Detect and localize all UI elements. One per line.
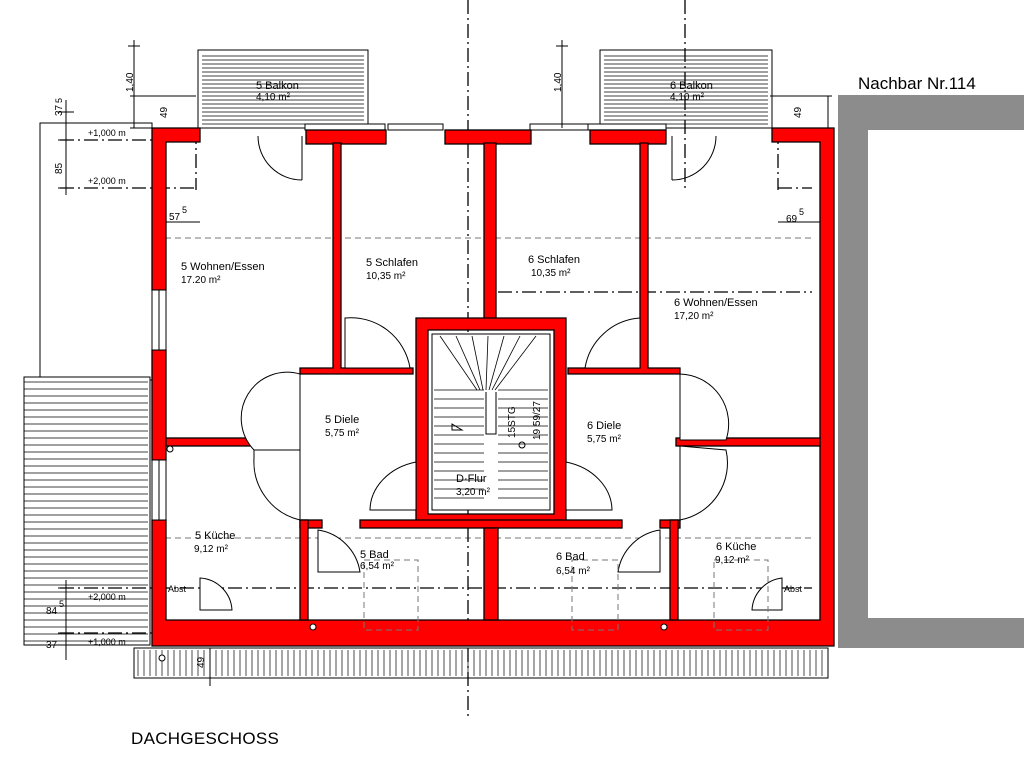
dim-49-left: 49 bbox=[159, 106, 170, 118]
dim-84: 84 bbox=[46, 606, 58, 617]
diele6-name: 6 Diele bbox=[587, 420, 621, 432]
schlafen6-area: 10,35 m² bbox=[531, 268, 571, 279]
walls bbox=[151, 127, 835, 647]
balcony-6-area: 4,10 m² bbox=[670, 92, 705, 103]
kueche5-name: 5 Küche bbox=[195, 530, 235, 542]
level-bottom-1: +1,000 m bbox=[88, 637, 126, 647]
dim-140-right: 1,40 bbox=[553, 72, 564, 92]
neighbor-label: Nachbar Nr.114 bbox=[858, 74, 976, 93]
kueche5-area: 9,12 m² bbox=[194, 544, 229, 555]
dim-69-sup: 5 bbox=[799, 207, 804, 217]
dim-57-sup: 5 bbox=[182, 205, 187, 215]
dim-49-right: 49 bbox=[793, 106, 804, 118]
staircase bbox=[431, 333, 551, 511]
schlafen5-area: 10,35 m² bbox=[366, 271, 406, 282]
dim-84-sup: 5 bbox=[59, 599, 64, 609]
abst-left-label: Abst bbox=[168, 584, 187, 594]
kueche6-area: 9,12 m² bbox=[715, 555, 750, 566]
wohnen5-name: 5 Wohnen/Essen bbox=[181, 261, 265, 273]
balcony-6 bbox=[599, 49, 773, 129]
dim-37-bottom: 37 bbox=[46, 640, 58, 651]
abst-right-label: Abst bbox=[784, 584, 803, 594]
bad5-area: 6,54 m² bbox=[360, 561, 395, 572]
dim-49-bottom: 49 bbox=[196, 656, 207, 668]
bad6-area: 6,54 m² bbox=[556, 566, 591, 577]
balcony-6-name: 6 Balkon bbox=[670, 80, 713, 92]
flur-name: D·Flur bbox=[456, 473, 487, 485]
bottom-roof-strip bbox=[133, 647, 829, 679]
kueche6-name: 6 Küche bbox=[716, 541, 756, 553]
left-terrace bbox=[23, 122, 153, 646]
dim-69: 69 bbox=[786, 214, 798, 225]
wohnen5-area: 17.20 m² bbox=[181, 275, 221, 286]
diele5-name: 5 Diele bbox=[325, 414, 359, 426]
level-top-2: +2,000 m bbox=[88, 176, 126, 186]
balcony-5-area: 4,10 m² bbox=[256, 92, 291, 103]
left-wall-windows bbox=[151, 289, 167, 521]
bad6-name: 6 Bad bbox=[556, 551, 585, 563]
dim-140-left: 1,40 bbox=[125, 72, 136, 92]
neighbor-building bbox=[838, 95, 1024, 648]
floor-title: DACHGESCHOSS bbox=[131, 729, 280, 748]
balcony-5-name: 5 Balkon bbox=[256, 80, 299, 92]
schlafen6-name: 6 Schlafen bbox=[528, 254, 580, 266]
door-swings bbox=[199, 135, 783, 611]
level-bottom-2: +2,000 m bbox=[88, 592, 126, 602]
bad5-name: 5 Bad bbox=[360, 549, 389, 561]
diele5-area: 5,75 m² bbox=[325, 428, 360, 439]
diele6-area: 5,75 m² bbox=[587, 434, 622, 445]
dim-57: 57 bbox=[169, 212, 181, 223]
schlafen5-name: 5 Schlafen bbox=[366, 257, 418, 269]
dim-85: 85 bbox=[54, 162, 65, 174]
wohnen6-name: 6 Wohnen/Essen bbox=[674, 297, 758, 309]
dim-37-top: 37 bbox=[54, 104, 65, 116]
dim-37-top-sup: 5 bbox=[54, 98, 64, 103]
level-top-1: +1,000 m bbox=[88, 128, 126, 138]
flur-area: 3,20 m² bbox=[456, 487, 491, 498]
stair-steps-label: 15STG bbox=[507, 406, 518, 438]
balcony-5 bbox=[197, 49, 369, 129]
stair-ratio-label: 19 59/27 bbox=[532, 401, 543, 440]
wohnen6-area: 17,20 m² bbox=[674, 311, 714, 322]
